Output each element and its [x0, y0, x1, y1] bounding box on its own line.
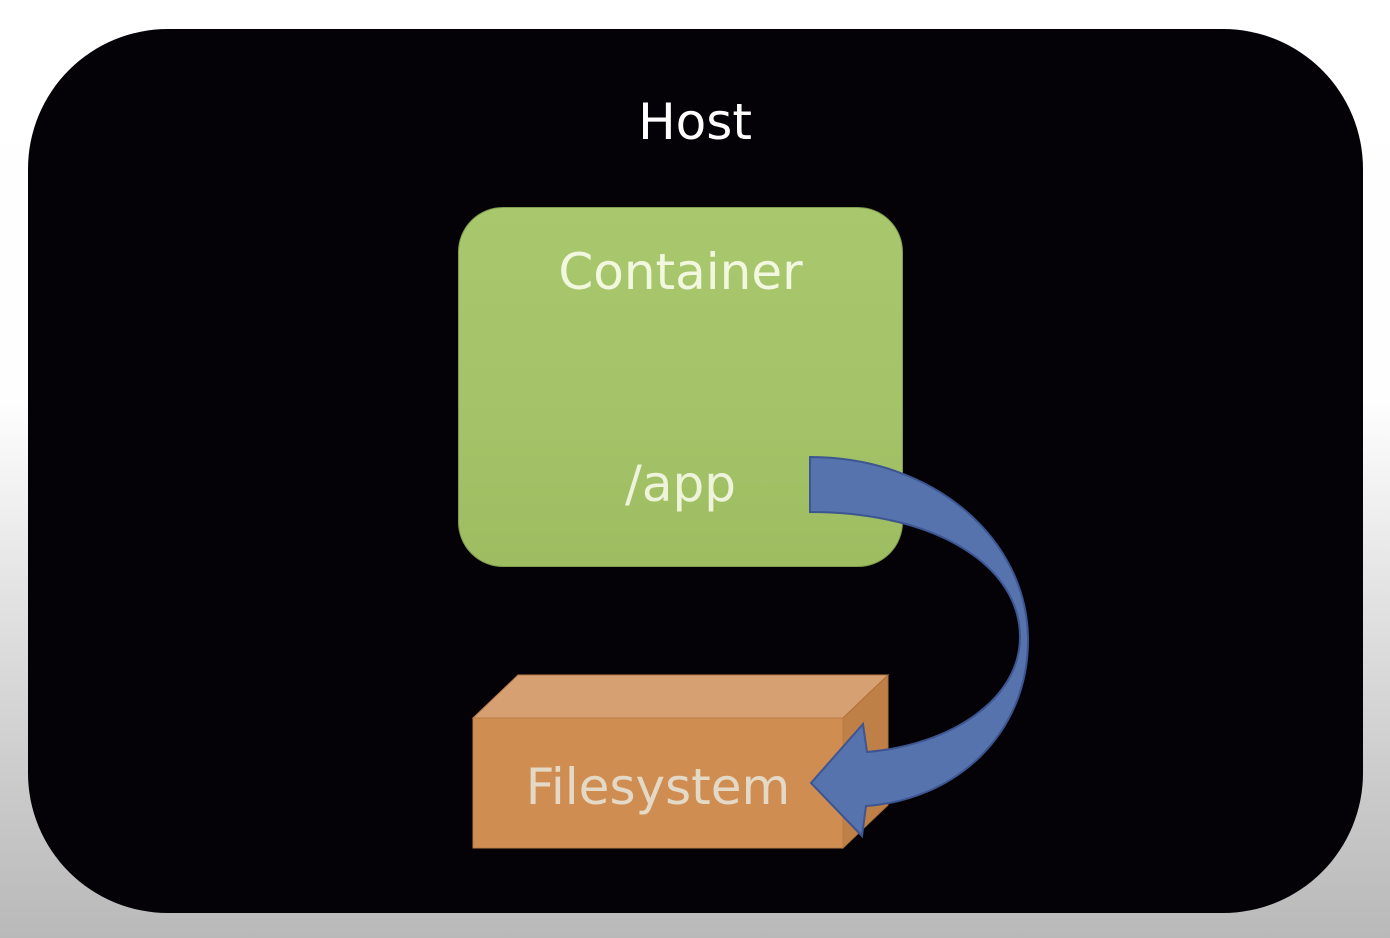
mount-arrow: [809, 455, 1030, 839]
filesystem-box-top-face: [471, 674, 890, 719]
filesystem-label: Filesystem: [525, 758, 791, 816]
host-label: Host: [638, 93, 752, 151]
filesystem-box-front-face: [472, 717, 844, 849]
filesystem-box: [471, 673, 890, 850]
container-label: Container: [558, 243, 803, 301]
container-mount-path: /app: [625, 455, 736, 513]
